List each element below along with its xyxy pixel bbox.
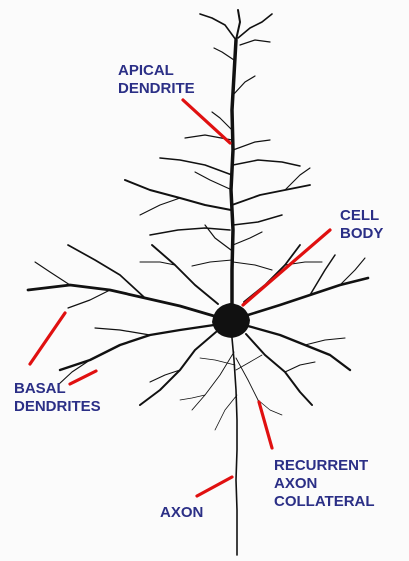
cell-body-label-line1: CELL bbox=[340, 207, 379, 224]
axon-label: AXON bbox=[160, 504, 203, 521]
recurrent-axon-collateral-label-line3: COLLATERAL bbox=[274, 493, 375, 510]
axon-pointer bbox=[197, 477, 232, 496]
apical-dendrite-label-line2: DENDRITE bbox=[118, 80, 195, 97]
axon-and-collaterals bbox=[180, 338, 282, 555]
recurrent-collateral-pointer bbox=[259, 402, 272, 448]
basal-dendrites-pointer-lower bbox=[70, 371, 96, 384]
basal-dendrites-label-line2: DENDRITES bbox=[14, 398, 101, 415]
apical-dendrite-label-line1: APICAL bbox=[118, 62, 174, 79]
recurrent-axon-collateral-label-line1: RECURRENT bbox=[274, 457, 368, 474]
recurrent-axon-collateral-label-line2: AXON bbox=[274, 475, 317, 492]
oblique-dendrites bbox=[125, 135, 310, 270]
basal-dendrites-label-line1: BASAL bbox=[14, 380, 66, 397]
cell-body-soma bbox=[212, 303, 250, 338]
cell-body-label-line2: BODY bbox=[340, 225, 383, 242]
basal-dendrites-pointer-upper bbox=[30, 313, 65, 364]
